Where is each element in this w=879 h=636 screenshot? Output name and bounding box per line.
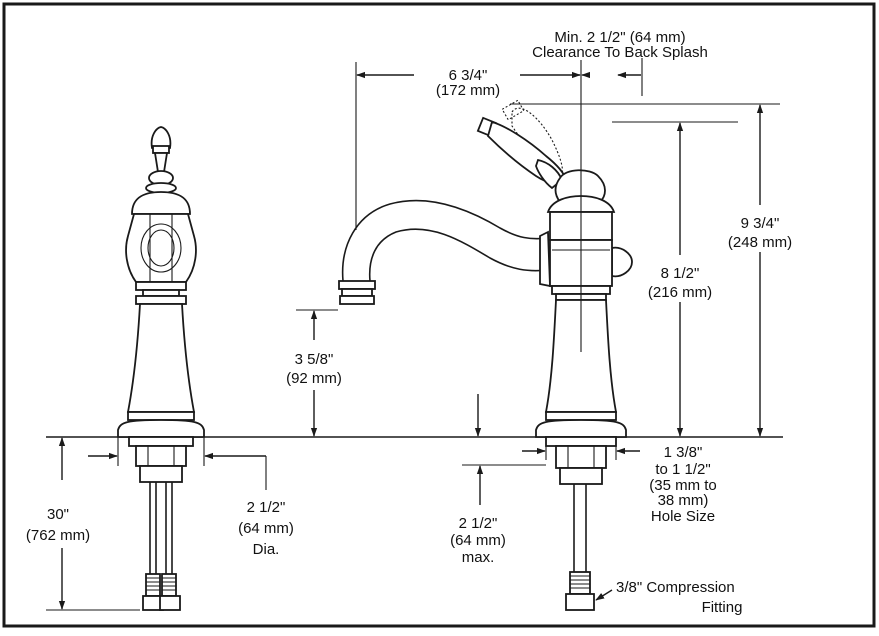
spout-reach-label-line2: (172 mm) xyxy=(436,82,500,99)
total-height-label-line2: (248 mm) xyxy=(728,234,792,251)
side-view-faucet xyxy=(117,126,205,611)
clearance-label-line1: Min. 2 1/2" (64 mm) xyxy=(554,29,685,46)
deck-thickness-label-line2: (64 mm) xyxy=(450,532,506,549)
hole-size-label-line1: 1 3/8" xyxy=(664,444,703,461)
hole-size-label-line5: Hole Size xyxy=(651,508,715,525)
deck-thickness-label-line1: 2 1/2" xyxy=(459,515,498,532)
supply-length-label-line1: 30" xyxy=(47,506,69,523)
hole-size-label-line2: to 1 1/2" xyxy=(655,461,710,478)
hole-size-label-line3: (35 mm to xyxy=(649,477,717,494)
fitting-label-line1: 3/8" Compression xyxy=(616,579,735,596)
body-height-label-line2: (216 mm) xyxy=(648,284,712,301)
spout-reach-label-line1: 6 3/4" xyxy=(449,67,488,84)
fitting-label-line2: Fitting xyxy=(702,599,743,616)
total-height-label-line1: 9 3/4" xyxy=(741,215,780,232)
hole-size-label-line4: 38 mm) xyxy=(658,492,709,509)
body-height-label-line1: 8 1/2" xyxy=(661,265,700,282)
front-view-faucet xyxy=(338,99,633,611)
clearance-label-line2: Clearance To Back Splash xyxy=(532,44,708,61)
supply-length-label-line2: (762 mm) xyxy=(26,527,90,544)
base-diameter-label-line1: 2 1/2" xyxy=(247,499,286,516)
deck-thickness-label-line3: max. xyxy=(462,549,495,566)
spout-height-label-line2: (92 mm) xyxy=(286,370,342,387)
spout-height-label-line1: 3 5/8" xyxy=(295,351,334,368)
base-diameter-label-line3: Dia. xyxy=(253,541,280,558)
diagram-frame xyxy=(2,2,876,628)
base-diameter-label-line2: (64 mm) xyxy=(238,520,294,537)
